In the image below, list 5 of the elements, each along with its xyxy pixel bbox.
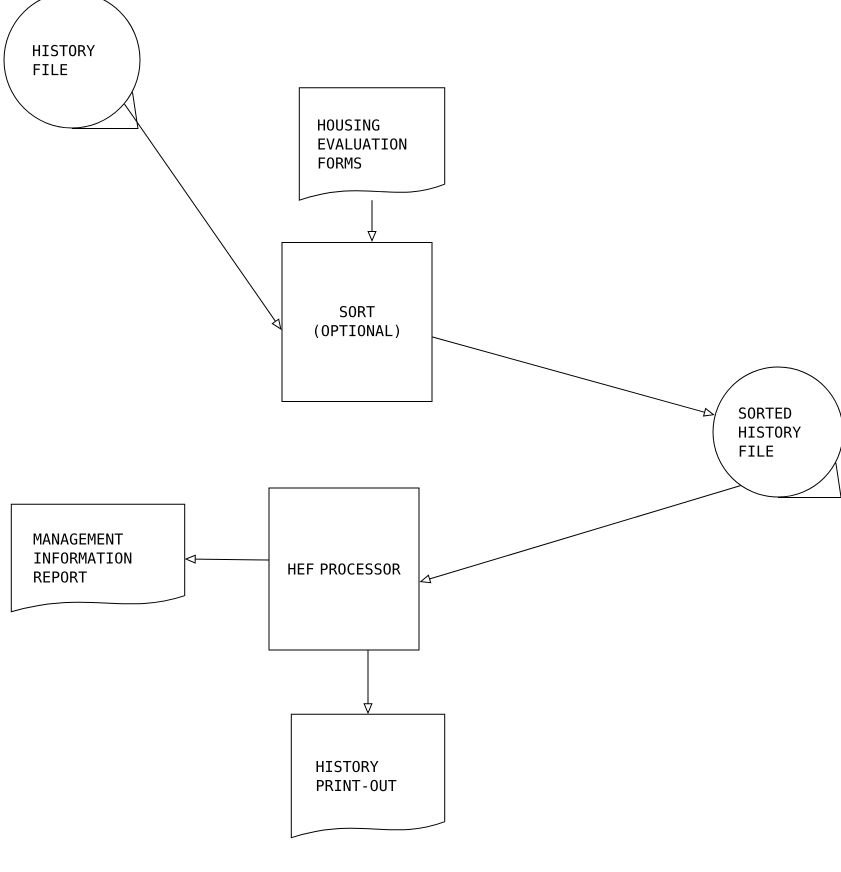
document-symbol: HISTORY PRINT-OUT <box>290 714 446 838</box>
document-symbol: MANAGEMENT INFORMATION REPORT <box>10 504 186 612</box>
document-symbol: HOUSING EVALUATION FORMS <box>298 87 446 201</box>
process-box: SORT (OPTIONAL) <box>282 242 432 402</box>
process-box: HEF PROCESSOR <box>268 488 420 650</box>
